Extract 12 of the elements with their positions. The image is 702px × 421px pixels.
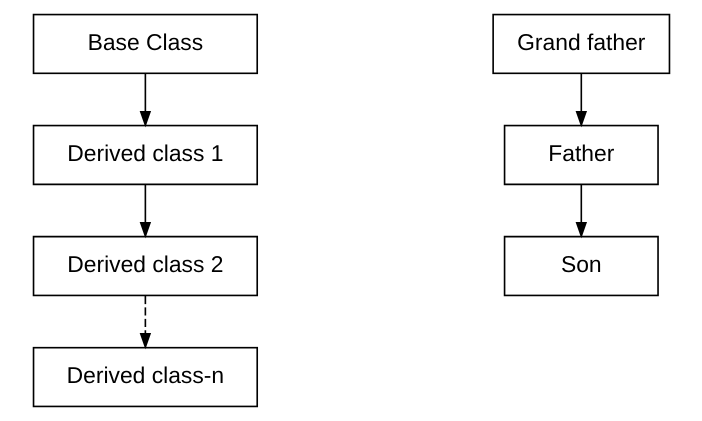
- node-box: Son: [503, 236, 658, 296]
- node-box: Derived class 1: [32, 124, 258, 186]
- node-box: Base Class: [32, 14, 258, 74]
- node-box: Derived class-n: [32, 346, 258, 408]
- node-box: Derived class 2: [32, 236, 258, 296]
- arrow: [575, 184, 587, 238]
- arrow: [139, 296, 151, 350]
- arrow: [575, 74, 587, 128]
- node-box: Grand father: [492, 14, 670, 74]
- arrow: [139, 184, 151, 238]
- arrow: [139, 74, 151, 128]
- node-box: Father: [503, 124, 658, 186]
